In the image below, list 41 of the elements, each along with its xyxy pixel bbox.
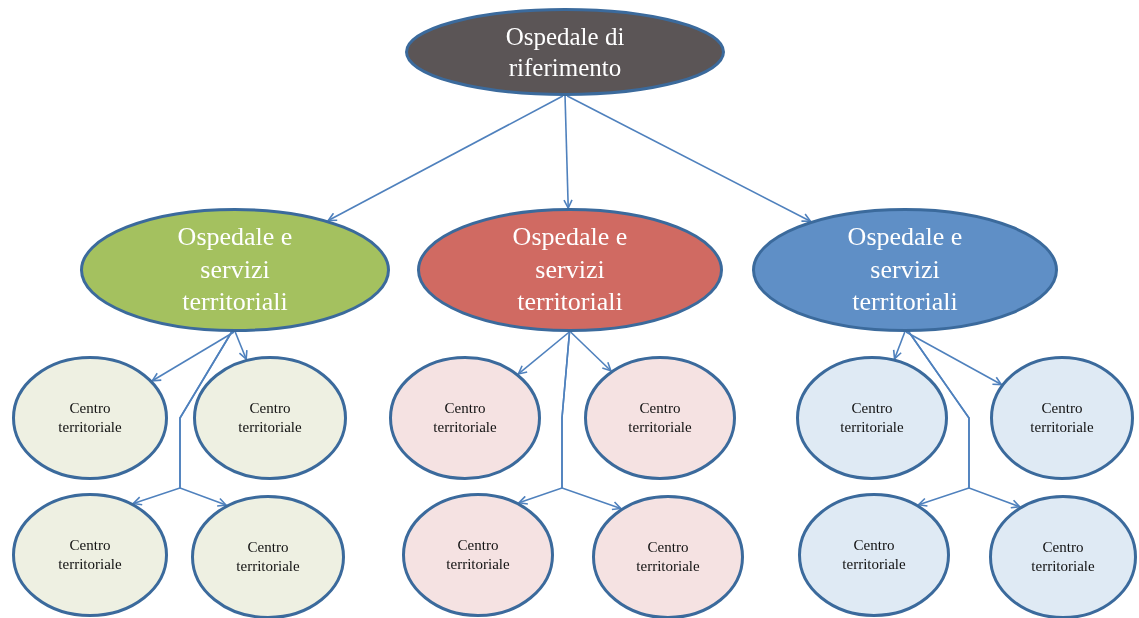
- territorial-center-ellipse: [193, 356, 347, 480]
- territorial-center-ellipse: [12, 356, 168, 480]
- node-label: Ospedale di riferimento: [504, 21, 626, 83]
- arrow: [327, 95, 564, 222]
- node-label: Centro territoriale: [235, 538, 301, 576]
- arrow: [905, 331, 1003, 386]
- territorial-center-ellipse: [389, 356, 541, 480]
- node-label: Centro territoriale: [1030, 538, 1096, 576]
- node-label: Ospedale e servizi territoriali: [846, 221, 964, 319]
- territorial-center-ellipse: [584, 356, 736, 480]
- arrow: [179, 330, 234, 507]
- hospital-services-ellipse: [417, 208, 723, 332]
- node-label: Centro territoriale: [237, 399, 303, 437]
- node-label: Centro territoriale: [839, 399, 905, 437]
- territorial-center-ellipse: [990, 356, 1134, 480]
- node-label: Centro territoriale: [445, 536, 511, 574]
- node-label: Centro territoriale: [57, 399, 123, 437]
- node-label: Centro territoriale: [841, 536, 907, 574]
- territorial-center-ellipse: [402, 493, 554, 617]
- arrow: [561, 330, 622, 511]
- node-label: Centro territoriale: [635, 538, 701, 576]
- arrow: [892, 331, 906, 360]
- territorial-center-ellipse: [798, 493, 950, 617]
- arrow: [907, 330, 1021, 509]
- node-label: Centro territoriale: [432, 399, 498, 437]
- territorial-center-ellipse: [796, 356, 948, 480]
- node-label: Centro territoriale: [1029, 399, 1095, 437]
- node-label: Centro territoriale: [57, 536, 123, 574]
- arrow: [563, 95, 573, 209]
- arrow: [569, 331, 612, 372]
- hospital-services-ellipse: [752, 208, 1058, 332]
- arrow: [234, 331, 248, 360]
- territorial-center-ellipse: [12, 493, 168, 617]
- node-label: Ospedale e servizi territoriali: [176, 221, 294, 319]
- arrow: [151, 331, 235, 382]
- arrow: [566, 95, 812, 223]
- hospital-ellipse: [405, 8, 725, 96]
- node-label: Centro territoriale: [627, 399, 693, 437]
- node-label: Ospedale e servizi territoriali: [511, 221, 629, 319]
- arrow: [517, 331, 571, 375]
- hospital-services-ellipse: [80, 208, 390, 332]
